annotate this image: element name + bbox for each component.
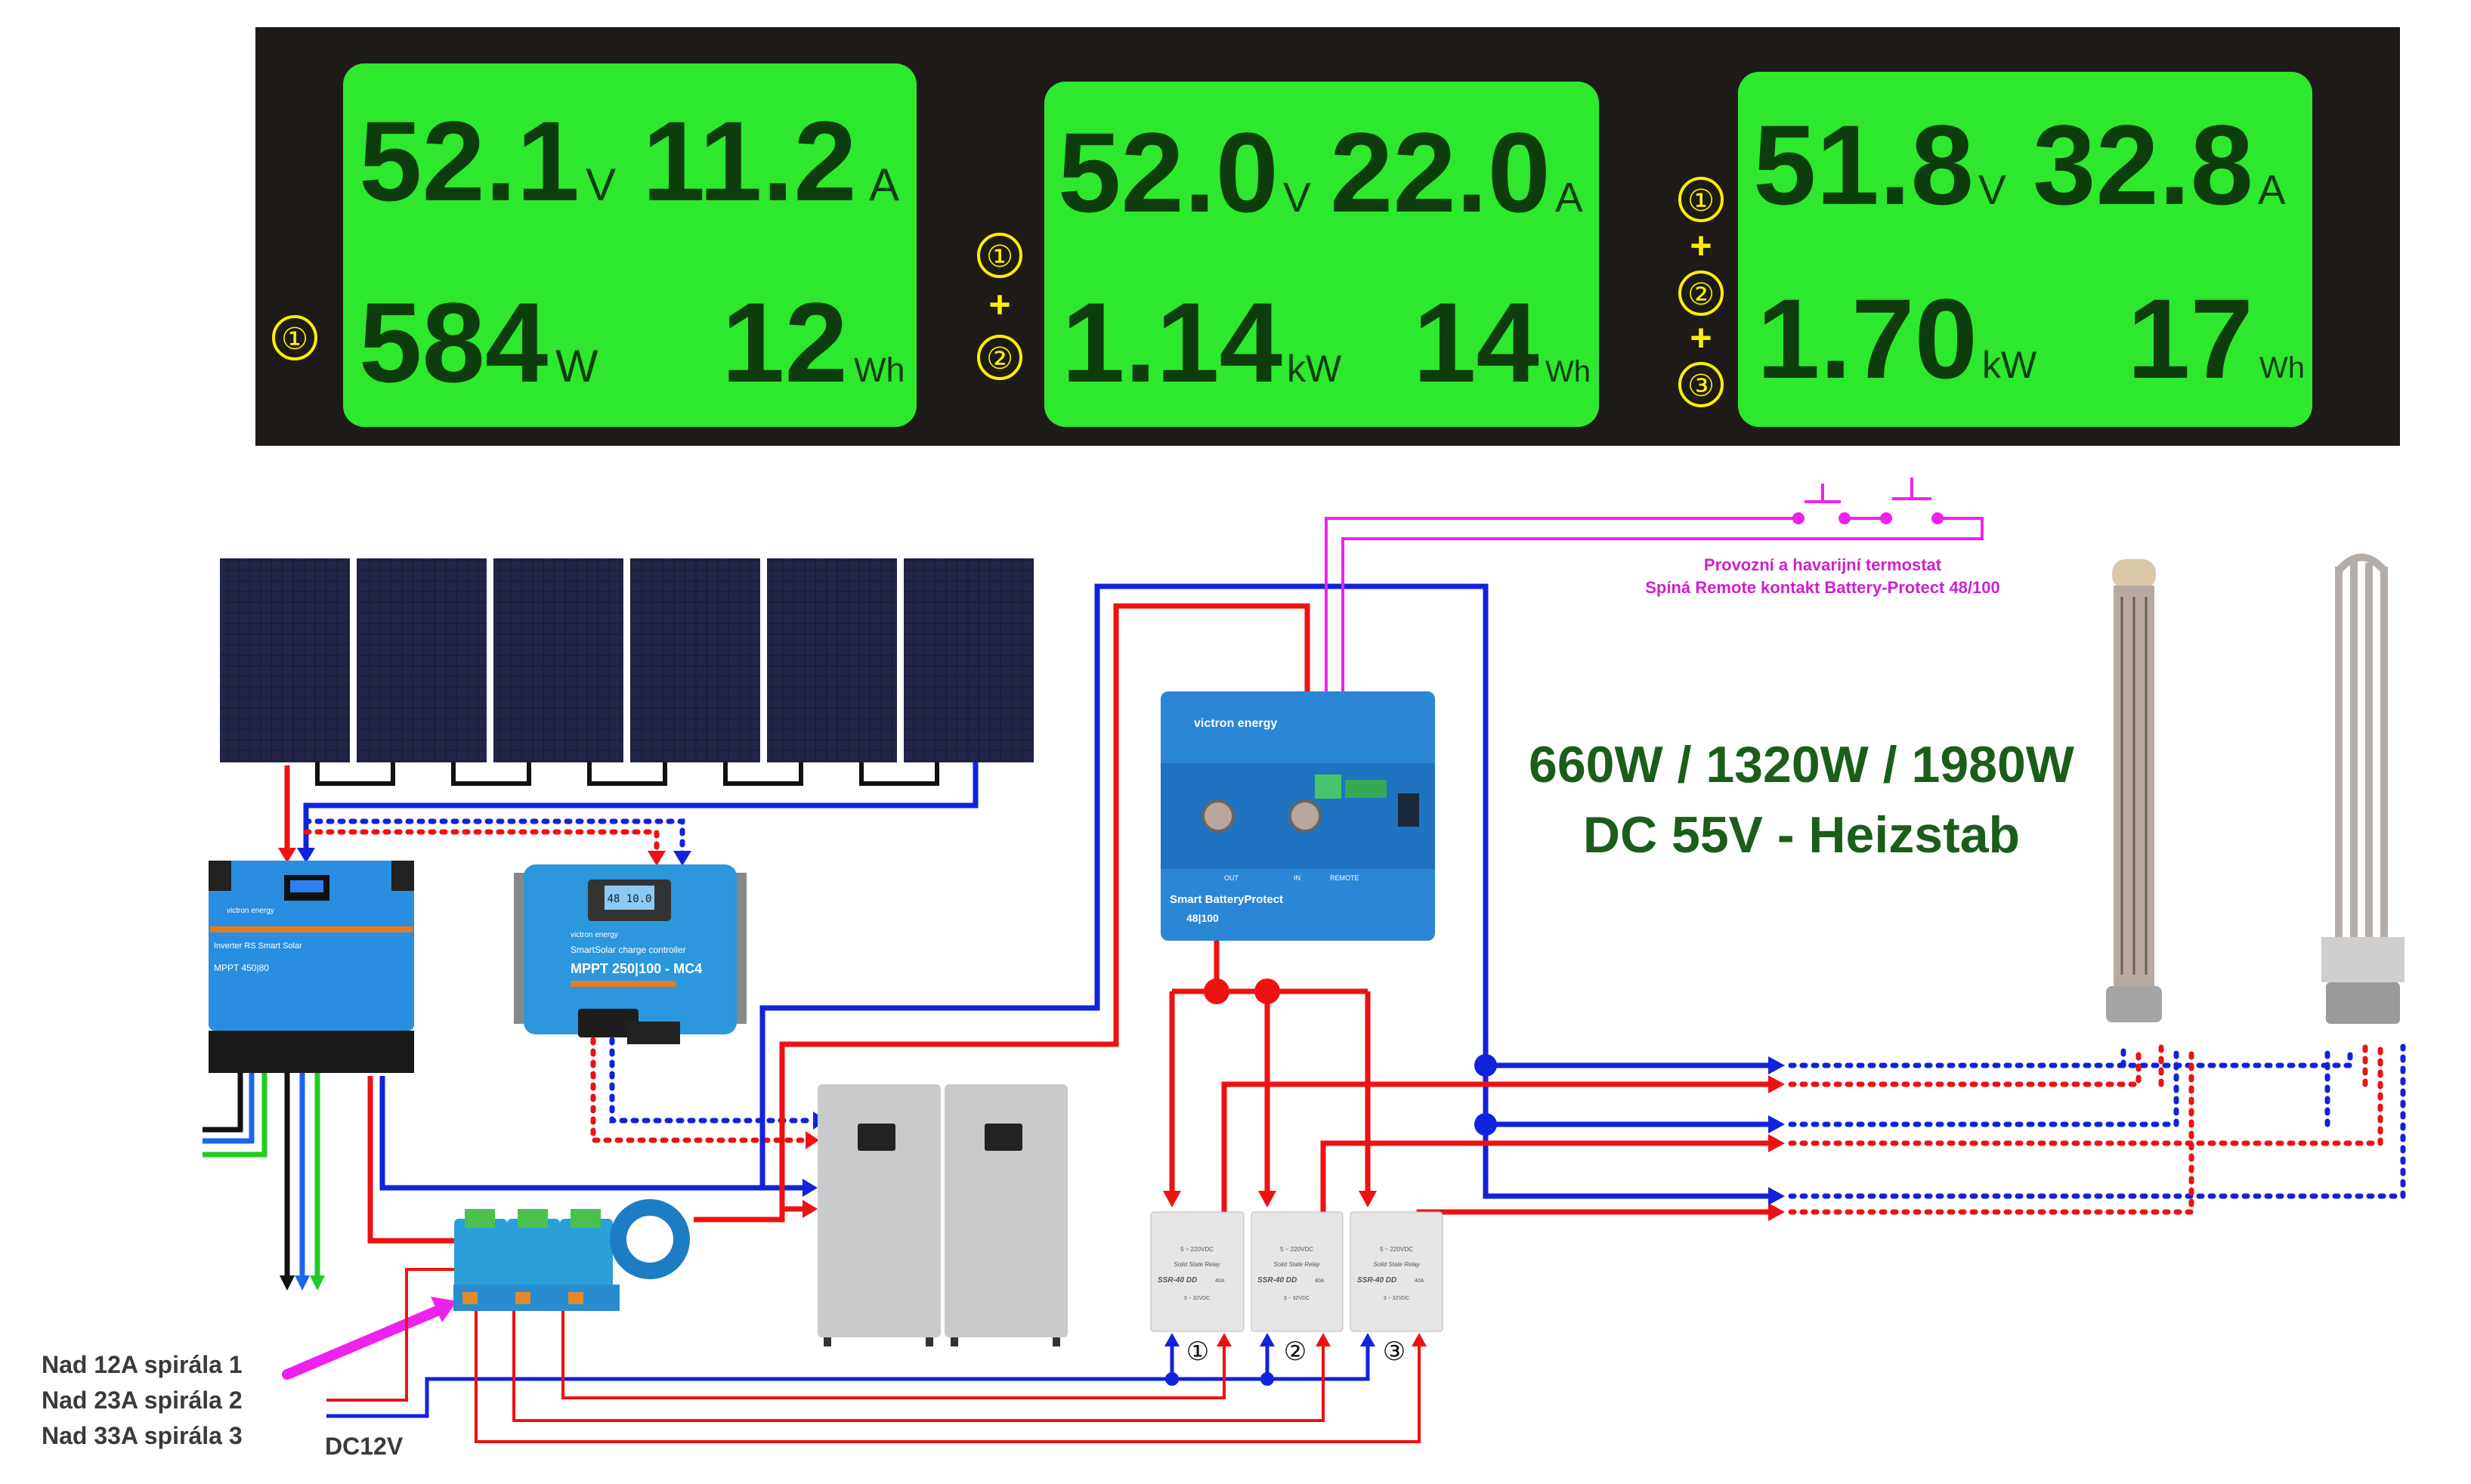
ssr-output-rating: 5 ~ 220VDC: [1180, 1246, 1214, 1253]
meter-2-energy-unit: Wh: [1545, 355, 1591, 388]
ssr-output-rating: 5 ~ 220VDC: [1380, 1246, 1413, 1253]
meter-2-voltage-unit: V: [1283, 174, 1311, 221]
ssr-input-rating: 3 ~ 32VDC: [1184, 1296, 1210, 1301]
ssr-2-label: ②: [1284, 1337, 1307, 1366]
ssr-output-rating: 5 ~ 220VDC: [1280, 1246, 1313, 1253]
ssr-model: SSR-40 DD: [1158, 1276, 1197, 1285]
meter-3-power-unit: kW: [1982, 344, 2037, 386]
meter-1-label: ①: [272, 315, 317, 360]
meter-3-current-unit: A: [2258, 166, 2286, 213]
ssr-1: 5 ~ 220VDC Solid State Relay SSR-40 DD 4…: [1150, 1211, 1245, 1332]
solar-panel: [357, 558, 487, 762]
mppt-title: SmartSolar charge controller: [571, 945, 686, 955]
solar-panel: [630, 558, 760, 762]
circle-label: ③: [1687, 369, 1715, 403]
plus-label: +: [988, 283, 1010, 326]
meter-2-voltage: 52.0: [1058, 109, 1279, 236]
meter-2-current-unit: A: [1555, 174, 1583, 221]
meter-3-voltage-unit: V: [1978, 166, 2006, 213]
ssr-3: 5 ~ 220VDC Solid State Relay SSR-40 DD 4…: [1350, 1211, 1443, 1332]
mppt-model: MPPT 250|100 - MC4: [571, 961, 702, 976]
bp-out-label: OUT: [1224, 874, 1239, 882]
ssr-current-rating: 40A: [1415, 1278, 1424, 1284]
heating-element-1: [2106, 559, 2162, 1022]
threshold-label-2: Nad 23A spirála 2: [42, 1387, 243, 1414]
solar-panel: [493, 558, 623, 762]
meter-1: 52.1 V 11.2 A 584 W 12 Wh: [343, 63, 917, 427]
meter-1-voltage: 52.1: [359, 97, 580, 224]
circle-label: ②: [1687, 278, 1715, 311]
mppt-charge-controller: 48 10.0 victron energy SmartSolar charge…: [514, 864, 747, 1044]
battery-bank: [818, 1084, 1068, 1346]
bp-remote-label: REMOTE: [1330, 874, 1359, 882]
meter-1-current: 11.2: [642, 97, 857, 224]
meter-2-label: ① + ②: [977, 233, 1022, 380]
threshold-label-3: Nad 33A spirála 3: [42, 1422, 243, 1449]
thermostat-note-line1: Provozní a havarijní termostat: [1704, 555, 1942, 574]
meter-3-current: 32.8: [2033, 101, 2253, 228]
smart-battery-protect: victron energy OUT IN REMOTE Smart Batte…: [1161, 691, 1435, 941]
current-sensor-relays: [453, 1199, 690, 1311]
ssr-3-label: ③: [1383, 1337, 1406, 1366]
meter-2-energy: 14: [1413, 279, 1539, 406]
wires: [203, 478, 2406, 1443]
meter-3: 51.8 V 32.8 A 1.70 kW 17 Wh: [1738, 72, 2312, 427]
ssr-2: 5 ~ 220VDC Solid State Relay SSR-40 DD 4…: [1251, 1211, 1344, 1332]
ssr-model: SSR-40 DD: [1257, 1276, 1297, 1285]
thermostat-note-line2: Spíná Remote kontakt Battery-Protect 48/…: [1645, 578, 2000, 597]
mppt-brand: victron energy: [571, 931, 618, 939]
meter-3-voltage: 51.8: [1753, 101, 1974, 228]
inverter-title: Inverter RS Smart Solar: [214, 941, 302, 951]
inverter-rs-smart-solar: victron energy Inverter RS Smart Solar M…: [209, 861, 414, 1073]
solar-panel: [220, 558, 350, 762]
heater-power-heading: 660W / 1320W / 1980W: [1529, 736, 2075, 793]
circle-label: ①: [1687, 184, 1715, 218]
meter-1-power: 584: [359, 279, 548, 406]
circle-label: ①: [986, 240, 1013, 274]
meter-1-energy: 12: [722, 279, 848, 406]
ssr-current-rating: 40A: [1315, 1278, 1325, 1284]
meter-2-power: 1.14: [1062, 279, 1282, 406]
ssr-model: SSR-40 DD: [1357, 1276, 1396, 1285]
heating-element-2: [2321, 553, 2405, 1024]
meter-3-energy: 17: [2127, 275, 2253, 402]
solar-panels: [220, 558, 1034, 786]
ssr-title: Solid State Relay: [1174, 1261, 1220, 1268]
circle-label: ②: [986, 342, 1013, 376]
meter-3-label: ① + ② + ③: [1678, 177, 1724, 407]
circle-label: ①: [281, 323, 308, 356]
heater-voltage-heading: DC 55V - Heizstab: [1583, 806, 2020, 864]
plus-label: +: [1690, 317, 1712, 359]
ssr-title: Solid State Relay: [1273, 1261, 1320, 1268]
meter-1-current-unit: A: [869, 159, 899, 210]
threshold-label-1: Nad 12A spirála 1: [42, 1351, 243, 1378]
dc12v-label: DC12V: [325, 1433, 404, 1460]
meter-2-current: 22.0: [1330, 109, 1551, 236]
meter-1-power-unit: W: [555, 341, 598, 391]
mppt-display: 48 10.0: [607, 893, 651, 905]
meter-2-power-unit: kW: [1287, 348, 1342, 390]
plus-label: +: [1690, 224, 1712, 267]
bp-in-label: IN: [1294, 874, 1300, 882]
solid-state-relays: 5 ~ 220VDC Solid State Relay SSR-40 DD 4…: [1150, 1211, 1443, 1366]
meter-1-voltage-unit: V: [586, 159, 616, 210]
ssr-current-rating: 40A: [1215, 1278, 1225, 1284]
bp-model: 48|100: [1186, 912, 1219, 924]
ssr-title: Solid State Relay: [1373, 1261, 1420, 1268]
bp-brand: victron energy: [1194, 717, 1277, 730]
meter-3-energy-unit: Wh: [2259, 351, 2305, 385]
solar-panel: [767, 558, 897, 762]
inverter-mppt: MPPT 450|80: [214, 963, 269, 973]
meter-3-power: 1.70: [1757, 275, 1978, 402]
bp-title: Smart BatteryProtect: [1170, 893, 1283, 906]
ssr-input-rating: 3 ~ 32VDC: [1284, 1296, 1310, 1301]
ssr-input-rating: 3 ~ 32VDC: [1384, 1296, 1409, 1301]
ssr-1-label: ①: [1186, 1337, 1209, 1366]
solar-panel: [904, 558, 1034, 762]
meter-1-energy-unit: Wh: [854, 351, 905, 389]
inverter-brand: victron energy: [227, 907, 274, 915]
meter-2: 52.0 V 22.0 A 1.14 kW 14 Wh: [1044, 82, 1599, 427]
